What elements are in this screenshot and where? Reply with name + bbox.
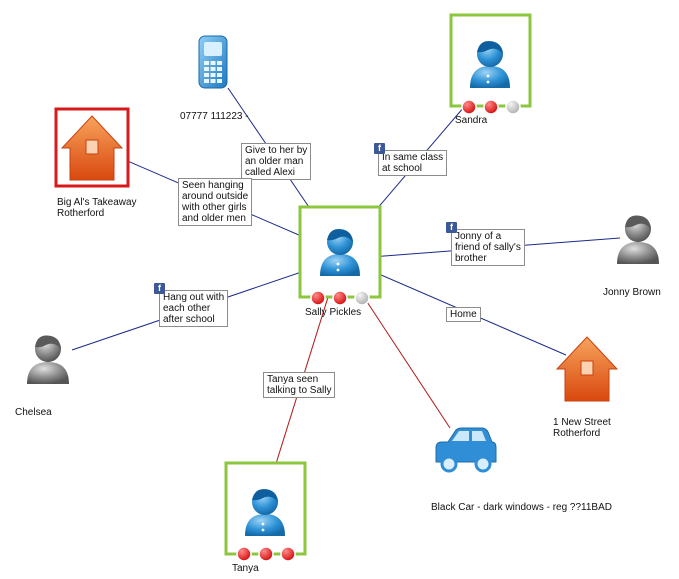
facebook-icon: f — [154, 283, 165, 294]
selection-frame — [224, 461, 307, 556]
person-blue-icon — [245, 489, 285, 536]
flags — [461, 99, 521, 115]
edge-label-tanya-sally[interactable]: Tanya seen talking to Sally — [263, 372, 336, 398]
person-blue-icon — [470, 41, 510, 88]
node-label-phone: 07777 111223 - — [180, 111, 249, 122]
node-label-new-street: 1 New Street Rotherford — [553, 417, 611, 439]
house-icon — [60, 115, 124, 181]
node-tanya[interactable] — [224, 461, 307, 562]
edge-label-newstreet-sally[interactable]: Home — [446, 307, 481, 322]
edge-label-chelsea-sally[interactable]: Hang out with each other after school — [159, 290, 229, 327]
node-new-street[interactable] — [555, 336, 619, 402]
node-label-big-al: Big Al's Takeaway Rotherford — [57, 197, 137, 219]
facebook-icon: f — [446, 222, 457, 233]
edge-label-phone-sally[interactable]: Give to her by an older man called Alexi — [241, 143, 312, 180]
node-jonny[interactable] — [617, 215, 659, 264]
node-sandra[interactable] — [449, 13, 532, 115]
edge-label-sandra-sally[interactable]: In same class at school — [378, 150, 448, 176]
car-icon — [435, 427, 497, 473]
person-grey-icon — [617, 215, 659, 264]
node-phone[interactable] — [198, 35, 228, 89]
person-grey-icon — [27, 335, 69, 384]
person-blue-icon — [320, 229, 360, 276]
node-big-al[interactable] — [54, 107, 130, 188]
node-label-sandra: Sandra — [455, 115, 488, 126]
node-car[interactable] — [435, 427, 497, 473]
node-label-chelsea: Chelsea — [15, 407, 52, 418]
mobile-phone-icon — [198, 35, 228, 89]
node-label-jonny: Jonny Brown — [603, 287, 661, 298]
facebook-icon: f — [374, 143, 385, 154]
node-label-sally: Sally Pickles — [305, 307, 362, 318]
house-icon — [555, 336, 619, 402]
node-label-car: Black Car - dark windows - reg ??11BAD — [431, 502, 612, 513]
edge-label-bigal-sally[interactable]: Seen hanging around outside with other g… — [178, 178, 253, 226]
node-chelsea[interactable] — [27, 335, 69, 384]
node-sally[interactable] — [298, 205, 382, 306]
edge-label-jonny-sally[interactable]: Jonny of a friend of sally's brother — [451, 229, 525, 266]
node-label-tanya: Tanya — [232, 563, 259, 574]
flags — [310, 290, 370, 306]
flags — [236, 546, 296, 562]
